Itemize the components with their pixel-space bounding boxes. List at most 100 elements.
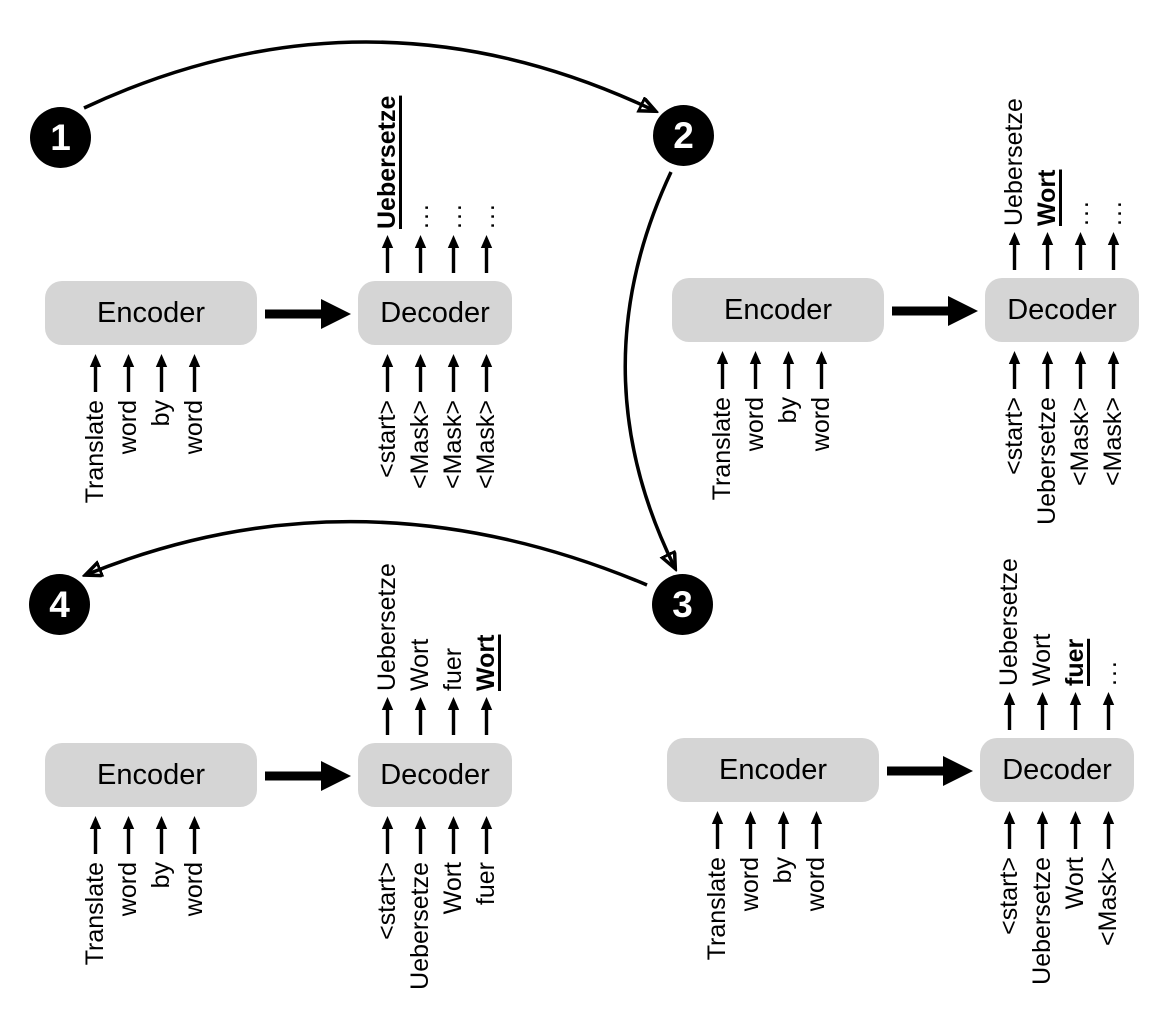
token-column: by [772,351,805,529]
encoder-inputs: Translate word by word [79,354,211,532]
up-arrow-icon [749,351,762,389]
decoder-input-token: <start> [1000,397,1028,475]
up-arrow-icon [1003,692,1016,730]
up-arrow-icon [1074,351,1087,389]
encoder-inputs: Translate word by word [706,351,838,529]
decoder-label: Decoder [380,296,490,329]
up-arrow-icon [381,235,394,273]
up-arrow-icon [1102,692,1115,730]
token-column: Wort [470,530,503,735]
decoder-box: Decoder [980,738,1134,802]
token-column: by [145,816,178,994]
up-arrow-icon [188,354,201,392]
token-column: word [178,354,211,532]
decoder-input-token: <Mask> [439,400,467,489]
token-column: fuer [470,816,503,994]
decoder-output-token: ... [472,202,500,229]
decoder-output-token: Wort [1028,633,1056,686]
decoder-input-token: <Mask> [1094,857,1122,946]
decoder-label: Decoder [1002,753,1112,786]
token-column: <Mask> [470,354,503,532]
token-column: ... [1064,65,1097,270]
decoder-label: Decoder [380,758,490,791]
encoder-to-decoder-arrow-icon [265,758,351,794]
decoder-inputs: <start> Uebersetze Wort fuer [371,816,503,994]
up-arrow-icon [1036,811,1049,849]
decoder-input-token: <Mask> [1066,397,1094,486]
up-arrow-icon [1041,351,1054,389]
up-arrow-icon [381,697,394,735]
token-column: <start> [993,811,1026,989]
up-arrow-icon [480,816,493,854]
token-column: word [178,816,211,994]
encoder-label: Encoder [723,293,832,326]
token-column: <start> [998,351,1031,529]
encoder-input-token: by [769,857,797,884]
decoder-output-token: fuer [1061,638,1089,686]
up-arrow-icon [782,351,795,389]
token-column: Uebersetze [993,525,1026,730]
encoder-inputs: Translate word by word [701,811,833,989]
up-arrow-icon [89,816,102,854]
token-column: Translate [701,811,734,989]
decoder-output-token: ... [1066,199,1094,226]
encoder-input-token: Translate [703,857,731,961]
encoder-label: Encoder [718,753,827,786]
up-arrow-icon [122,816,135,854]
decoder-box: Decoder [985,278,1139,342]
up-arrow-icon [122,354,135,392]
step-badge-3: 3 [652,574,713,635]
token-column: Translate [79,816,112,994]
decoder-input-token: <Mask> [472,400,500,489]
decoder-output-token: Uebersetze [373,95,401,229]
encoder-input-token: by [147,400,175,427]
up-arrow-icon [188,816,201,854]
decoder-box: Decoder [358,281,512,345]
encoder-to-decoder-arrow-icon [892,293,978,329]
encoder-box: Encoder [45,743,257,807]
up-arrow-icon [1107,351,1120,389]
step-badge-2: 2 [653,105,714,166]
up-arrow-icon [810,811,823,849]
decoder-output-token: Uebersetze [373,563,401,691]
token-column: by [767,811,800,989]
up-arrow-icon [447,354,460,392]
encoder-input-token: word [114,862,142,917]
step-badge-1: 1 [30,107,91,168]
decoder-output-token: Uebersetze [1000,98,1028,226]
encoder-box: Encoder [45,281,257,345]
up-arrow-icon [1008,351,1021,389]
encoder-to-decoder-arrow-icon [265,296,351,332]
decoder-input-token: <start> [373,862,401,940]
up-arrow-icon [480,697,493,735]
up-arrow-icon [744,811,757,849]
token-column: <start> [371,816,404,994]
token-column: Uebersetze [404,816,437,994]
token-column: Uebersetze [998,65,1031,270]
decoder-output-token: Uebersetze [995,558,1023,686]
up-arrow-icon [1003,811,1016,849]
decoder-input-token: Wort [1061,857,1089,910]
decoder-outputs: Uebersetze Wort fuer ... [993,525,1125,730]
up-arrow-icon [1008,232,1021,270]
token-column: word [112,354,145,532]
encoder-to-decoder-arrow-icon [887,753,973,789]
token-column: by [145,354,178,532]
decoder-inputs: <start> Uebersetze <Mask> <Mask> [998,351,1130,529]
step-badge-4: 4 [29,574,90,635]
arrow-step2-to-step3 [623,171,674,566]
token-column: <Mask> [437,354,470,532]
decoder-outputs: Uebersetze ... ... ... [371,68,503,273]
decoder-input-token: <start> [995,857,1023,935]
encoder-input-token: by [147,862,175,889]
encoder-box: Encoder [667,738,879,802]
up-arrow-icon [447,235,460,273]
encoder-input-token: word [802,857,830,912]
encoder-input-token: Translate [81,862,109,966]
decoder-input-token: fuer [472,862,500,906]
up-arrow-icon [414,816,427,854]
up-arrow-icon [447,697,460,735]
encoder-box: Encoder [672,278,884,342]
decoder-output-token: Wort [472,634,500,691]
encoder-input-token: word [736,857,764,912]
